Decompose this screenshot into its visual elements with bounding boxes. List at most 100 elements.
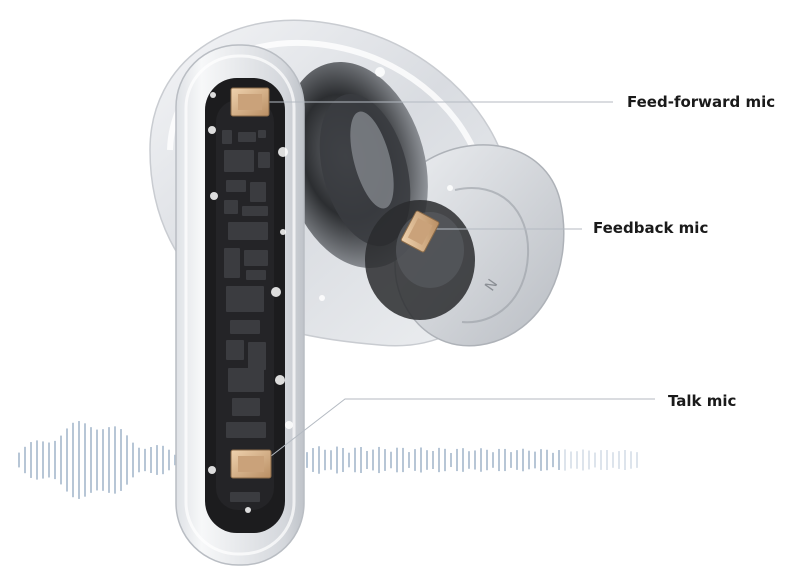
sound-wave-bar: [414, 449, 416, 471]
sound-wave-bar: [546, 449, 548, 471]
sound-wave-bar: [594, 452, 596, 468]
sound-wave-bar: [522, 448, 524, 472]
sound-wave-bar: [426, 450, 428, 470]
sound-wave-bar: [600, 450, 602, 470]
sparkle-dot: [271, 287, 281, 297]
circuit-chip: [226, 340, 244, 360]
sound-wave-bar: [432, 450, 434, 470]
sound-wave-bar: [54, 440, 56, 480]
sound-wave-bar: [36, 440, 38, 480]
microphone-chip: [230, 87, 440, 479]
leader-lines: [261, 101, 655, 464]
sound-wave-bar: [24, 446, 26, 474]
sound-wave-bar: [516, 450, 518, 470]
sound-wave-bar: [138, 447, 140, 473]
sound-wave-bar: [606, 450, 608, 470]
sound-wave-bar: [60, 435, 62, 485]
sound-wave-bar: [450, 452, 452, 468]
sparkle-dot: [447, 185, 453, 191]
sound-wave-bar: [408, 452, 410, 468]
circuit-chip: [258, 130, 266, 138]
sound-wave-bar: [366, 450, 368, 470]
sound-wave-bar: [84, 423, 86, 497]
circuit-chip: [226, 180, 246, 192]
circuit-chip: [246, 270, 266, 280]
sparkle-dot: [319, 295, 325, 301]
sound-wave-bar: [528, 450, 530, 470]
sound-wave-bar: [402, 447, 404, 473]
leader-line-talk: [261, 398, 655, 464]
sound-wave-bar: [48, 442, 50, 478]
feedback-mic-label: Feedback mic: [593, 219, 709, 237]
sound-wave-bar: [510, 452, 512, 468]
circuit-chip: [258, 152, 270, 168]
sound-wave-bar: [492, 452, 494, 468]
sound-wave-bar: [618, 451, 620, 469]
sound-wave-bar: [636, 452, 638, 468]
sound-wave-bar: [18, 452, 20, 468]
sound-wave-bar: [396, 447, 398, 473]
sound-wave-bar: [330, 450, 332, 470]
sound-wave-bar: [588, 450, 590, 470]
earbud-illustration: N: [149, 19, 565, 566]
sparkle-dot: [375, 67, 385, 77]
sparkle-dot: [208, 126, 216, 134]
sound-wave-bar: [156, 445, 158, 475]
circuit-chip: [250, 182, 266, 202]
sound-wave-bar: [564, 449, 566, 471]
sound-wave-bar: [78, 421, 80, 499]
sound-wave-bar: [624, 450, 626, 470]
circuit-chip: [232, 398, 260, 416]
sound-wave-bar: [150, 447, 152, 473]
circuit-chip: [228, 368, 264, 392]
sound-wave-bar: [126, 435, 128, 485]
sound-wave-bar: [132, 442, 134, 478]
sound-wave-bar: [72, 422, 74, 498]
sparkle-dot: [280, 229, 286, 235]
sound-wave-bar: [456, 448, 458, 472]
sound-wave-bar: [552, 452, 554, 468]
sound-wave-bar: [90, 427, 92, 493]
sound-wave: [18, 421, 638, 499]
sound-wave-bar: [174, 454, 176, 466]
circuit-chip: [226, 422, 266, 438]
sound-wave-bar: [30, 442, 32, 478]
circuit-chip: [230, 492, 260, 502]
sound-wave-bar: [42, 441, 44, 479]
sound-wave-bar: [102, 429, 104, 491]
sound-wave-bar: [486, 449, 488, 471]
sound-wave-bar: [168, 449, 170, 471]
sound-wave-bar: [354, 447, 356, 473]
sparkle-dot: [275, 375, 285, 385]
circuit-chip: [244, 250, 268, 266]
circuit-chip: [224, 150, 254, 172]
sound-wave-bar: [474, 450, 476, 470]
sound-wave-bar: [576, 451, 578, 469]
circuit-chip: [242, 206, 268, 216]
feedback-mic-chip: [400, 210, 440, 253]
sound-wave-bar: [144, 448, 146, 472]
sound-wave-bar: [384, 449, 386, 471]
sparkle-dot: [245, 507, 251, 513]
sound-wave-bar: [96, 429, 98, 491]
sound-wave-bar: [444, 448, 446, 472]
sound-wave-bar: [612, 452, 614, 468]
talk-mic-label: Talk mic: [668, 392, 737, 410]
sound-wave-bar: [348, 452, 350, 468]
sound-wave-bar: [468, 451, 470, 469]
sound-wave-bar: [630, 451, 632, 469]
circuit-chip: [238, 132, 256, 142]
sparkle-dot: [208, 466, 216, 474]
sparkle-dot: [278, 147, 288, 157]
sound-wave-bar: [438, 447, 440, 473]
sound-wave-bar: [420, 447, 422, 473]
sound-wave-bar: [162, 445, 164, 475]
sound-wave-bar: [120, 429, 122, 491]
circuit-chip: [230, 320, 260, 334]
sound-wave-bar: [312, 448, 314, 472]
circuit-chip: [222, 130, 232, 144]
sound-wave-bar: [372, 449, 374, 471]
sound-wave-bar: [558, 450, 560, 470]
circuit-chip: [226, 286, 264, 312]
